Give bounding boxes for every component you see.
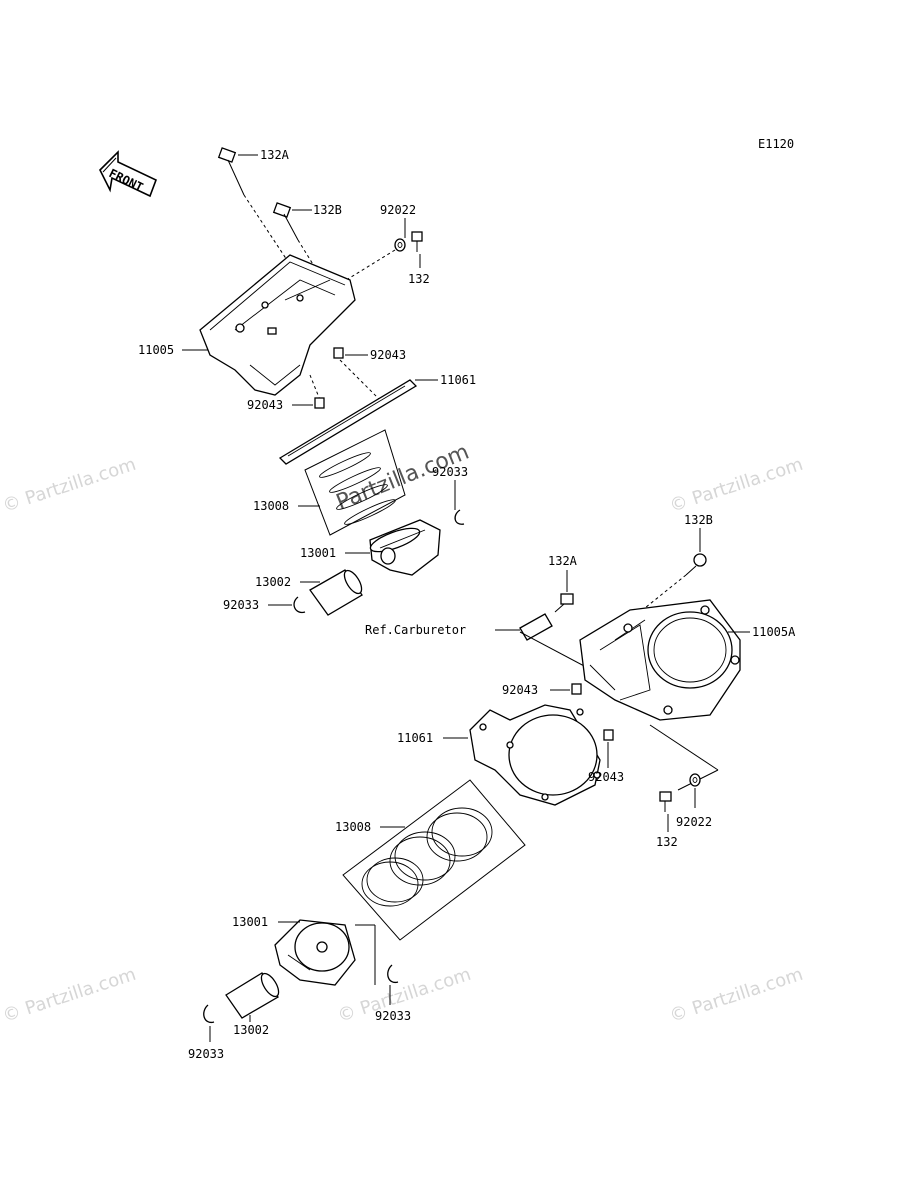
circlip-92033-upper-a	[454, 509, 465, 525]
label-lower-13001: 13001	[232, 915, 268, 929]
label-lower-11061: 11061	[397, 731, 433, 745]
label-upper-11061: 11061	[440, 373, 476, 387]
watermark-left: © Partzilla.com	[0, 454, 139, 517]
label-upper-13002: 13002	[255, 575, 291, 589]
washer-92022-upper	[394, 238, 406, 252]
label-lower-13008: 13008	[335, 820, 371, 834]
bolt-132A-lower	[554, 593, 574, 613]
label-upper-11005: 11005	[138, 343, 174, 357]
piston-13001-upper	[369, 519, 441, 576]
gasket-11061-upper	[278, 379, 418, 465]
label-upper-132A: 132A	[260, 148, 290, 162]
piston-rings-13008-lower	[342, 779, 526, 941]
carburetor-stub	[519, 613, 553, 641]
bolt-132B-upper	[272, 202, 336, 301]
dowel-92043-lower-b	[603, 729, 614, 741]
label-upper-92043-b: 92043	[247, 398, 283, 412]
bolt-132-upper	[411, 231, 423, 252]
label-lower-13002: 13002	[233, 1023, 269, 1037]
piston-rings-13008-upper	[304, 429, 406, 536]
label-upper-92022: 92022	[380, 203, 416, 217]
label-upper-132: 132	[408, 272, 430, 286]
label-lower-92022: 92022	[676, 815, 712, 829]
label-lower-132B: 132B	[684, 513, 713, 527]
label-lower-92033-a: 92033	[375, 1009, 411, 1023]
watermark-right: © Partzilla.com	[667, 454, 806, 517]
label-lower-92043-a: 92043	[502, 683, 538, 697]
label-upper-92043-a: 92043	[370, 348, 406, 362]
label-lower-92033-b: 92033	[188, 1047, 224, 1061]
label-lower-132: 132	[656, 835, 678, 849]
label-upper-13001: 13001	[300, 546, 336, 560]
label-upper-13008: 13008	[253, 499, 289, 513]
label-upper-132B: 132B	[313, 203, 342, 217]
label-ref-carburetor: Ref.Carburetor	[365, 623, 466, 637]
watermark-bottom-left: © Partzilla.com	[0, 964, 139, 1027]
label-lower-132A: 132A	[548, 554, 578, 568]
piston-pin-13002-lower	[225, 972, 280, 1019]
cylinder-11005	[199, 254, 356, 396]
circlip-92033-upper-b	[293, 596, 306, 614]
diagram-code: E1120	[758, 137, 794, 151]
circlip-92033-lower-a	[387, 964, 399, 984]
bolt-132B-lower	[629, 553, 707, 621]
piston-pin-13002-upper	[309, 569, 363, 616]
bolt-132-lower	[659, 791, 672, 812]
gasket-11061-lower	[469, 704, 601, 806]
label-lower-11005A: 11005A	[752, 625, 796, 639]
label-upper-92033-a: 92033	[432, 465, 468, 479]
piston-13001-lower	[274, 919, 356, 986]
watermark-bottom-right: © Partzilla.com	[667, 964, 806, 1027]
dowel-92043-lower-a	[571, 683, 582, 695]
front-arrow-icon: FRONT	[99, 150, 158, 198]
dowel-92043-upper-b	[314, 397, 325, 409]
label-upper-92033-b: 92033	[223, 598, 259, 612]
label-lower-92043-b: 92043	[588, 770, 624, 784]
circlip-92033-lower-b	[203, 1004, 215, 1024]
washer-92022-lower	[689, 773, 701, 787]
dowel-92043-upper-a	[333, 347, 344, 359]
cylinder-11005A	[579, 599, 741, 721]
